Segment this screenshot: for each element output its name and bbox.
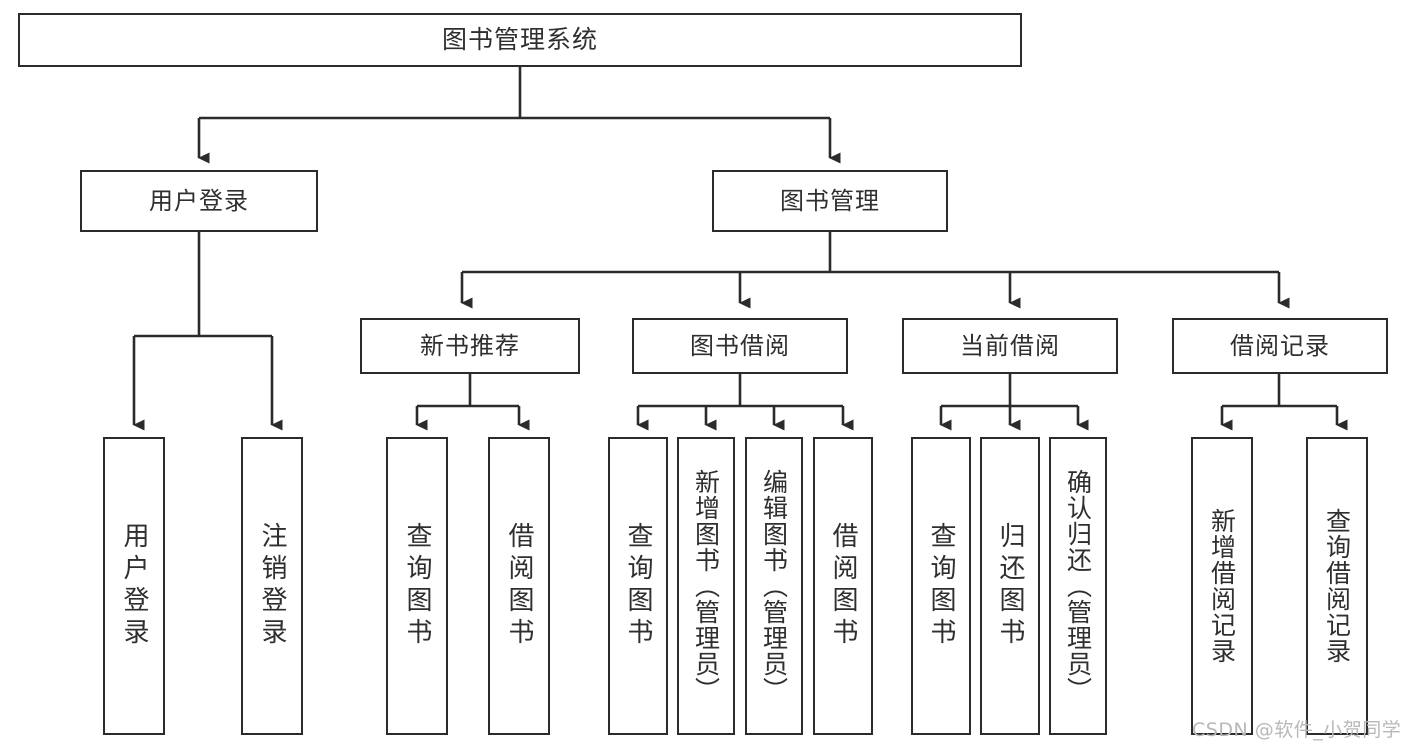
node-label: 当前借阅 xyxy=(960,331,1060,360)
node-label: 确认归还（管理员） xyxy=(1063,469,1093,703)
node-leaf-query-book-recommend[interactable]: 查询图书 xyxy=(386,437,448,735)
node-book-management[interactable]: 图书管理 xyxy=(712,170,948,232)
node-borrow-record[interactable]: 借阅记录 xyxy=(1172,318,1388,374)
node-root-book-management-system[interactable]: 图书管理系统 xyxy=(18,13,1022,67)
node-leaf-query-book-current[interactable]: 查询图书 xyxy=(911,437,971,735)
node-book-borrow[interactable]: 图书借阅 xyxy=(632,318,848,374)
node-label: 新增借阅记录 xyxy=(1207,508,1237,664)
node-leaf-query-book-borrow[interactable]: 查询图书 xyxy=(608,437,668,735)
node-label: 借阅图书 xyxy=(828,522,858,650)
csdn-watermark: CSDN @软件_小贺同学 xyxy=(1192,719,1402,741)
node-label: 注销登录 xyxy=(257,522,287,650)
node-label: 新书推荐 xyxy=(420,331,520,360)
node-label: 图书管理 xyxy=(780,186,880,215)
node-leaf-borrow-book-recommend[interactable]: 借阅图书 xyxy=(488,437,550,735)
node-leaf-borrow-book[interactable]: 借阅图书 xyxy=(813,437,873,735)
node-leaf-logout[interactable]: 注销登录 xyxy=(241,437,303,735)
node-leaf-query-borrow-record[interactable]: 查询借阅记录 xyxy=(1306,437,1368,735)
node-leaf-add-book[interactable]: 新增图书（管理员） xyxy=(677,437,735,735)
node-new-book-recommend[interactable]: 新书推荐 xyxy=(360,318,580,374)
node-leaf-user-login[interactable]: 用户登录 xyxy=(103,437,165,735)
node-label: 借阅记录 xyxy=(1230,331,1330,360)
node-label: 归还图书 xyxy=(995,522,1025,650)
node-current-borrow[interactable]: 当前借阅 xyxy=(902,318,1118,374)
node-leaf-add-borrow-record[interactable]: 新增借阅记录 xyxy=(1191,437,1253,735)
node-label: 新增图书（管理员） xyxy=(691,469,721,703)
node-label: 用户登录 xyxy=(119,522,149,650)
node-label: 查询图书 xyxy=(402,522,432,650)
node-label: 用户登录 xyxy=(149,186,249,215)
node-label: 图书借阅 xyxy=(690,331,790,360)
node-label: 查询图书 xyxy=(623,522,653,650)
node-label: 查询借阅记录 xyxy=(1322,508,1352,664)
node-leaf-confirm-return[interactable]: 确认归还（管理员） xyxy=(1049,437,1107,735)
node-label: 查询图书 xyxy=(926,522,956,650)
node-leaf-edit-book[interactable]: 编辑图书（管理员） xyxy=(745,437,803,735)
node-label: 编辑图书（管理员） xyxy=(759,469,789,703)
node-user-login[interactable]: 用户登录 xyxy=(80,170,318,232)
node-leaf-return-book[interactable]: 归还图书 xyxy=(980,437,1040,735)
node-label: 借阅图书 xyxy=(504,522,534,650)
node-label: 图书管理系统 xyxy=(441,25,598,55)
